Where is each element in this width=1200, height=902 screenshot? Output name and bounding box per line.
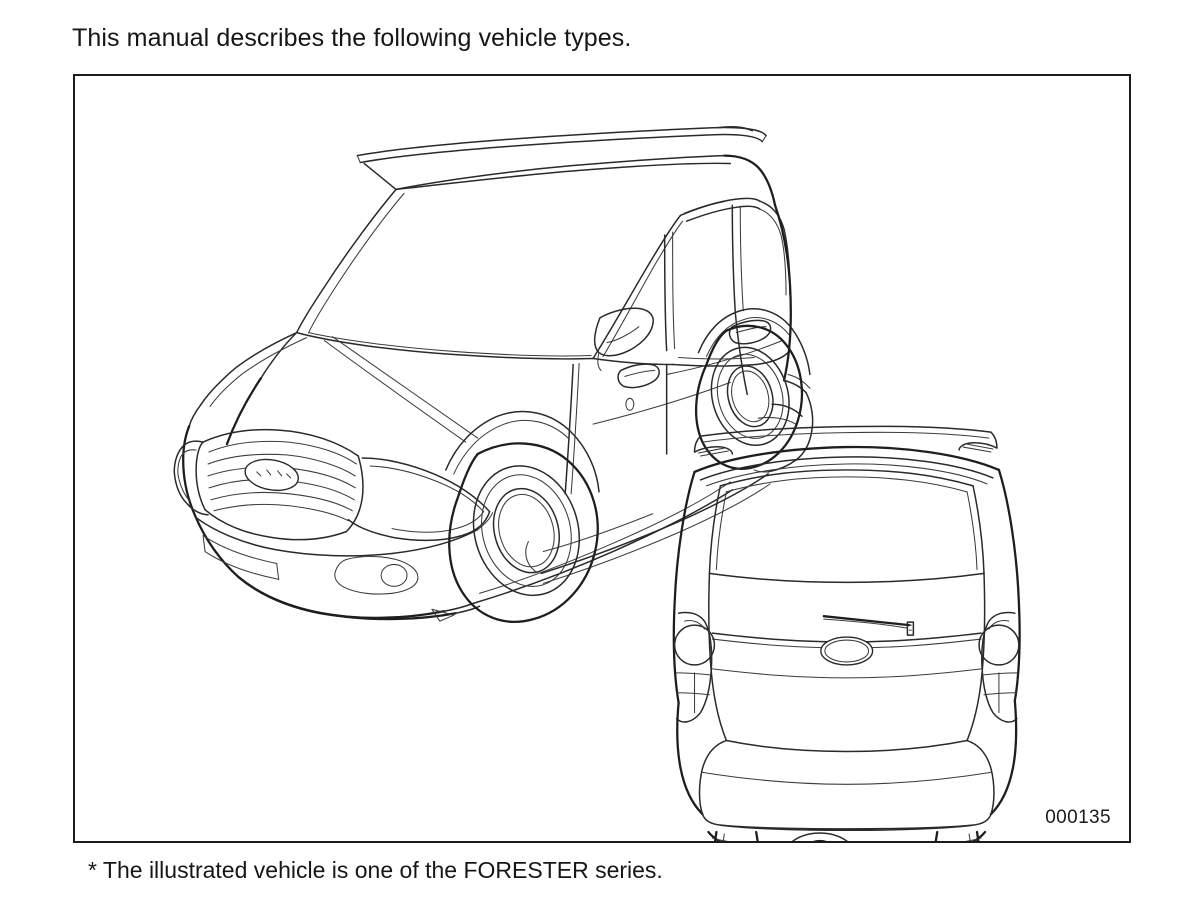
subaru-badge-front bbox=[244, 458, 300, 492]
figure-footnote: * The illustrated vehicle is one of the … bbox=[88, 857, 663, 883]
rear-door-handle bbox=[728, 319, 772, 345]
front-wheel bbox=[448, 442, 599, 623]
front-three-quarter-view bbox=[173, 126, 814, 623]
front-door-handle bbox=[617, 363, 660, 389]
right-tail-lamp bbox=[978, 611, 1020, 723]
exhaust-tip bbox=[791, 832, 848, 841]
rear-tire-right bbox=[934, 830, 980, 841]
subaru-badge-rear bbox=[820, 636, 874, 666]
figure-frame: 000135 bbox=[73, 74, 1131, 843]
figure-id: 000135 bbox=[1045, 807, 1111, 828]
page-title: This manual describes the following vehi… bbox=[72, 24, 632, 52]
vehicle-illustration bbox=[173, 126, 1021, 841]
left-tail-lamp bbox=[673, 611, 716, 723]
rear-wheel bbox=[694, 324, 804, 470]
rear-wiper bbox=[822, 615, 915, 636]
side-mirror bbox=[593, 307, 654, 371]
fog-lamp bbox=[334, 555, 419, 595]
rear-view bbox=[672, 425, 1021, 841]
rear-tire-left bbox=[713, 830, 759, 841]
